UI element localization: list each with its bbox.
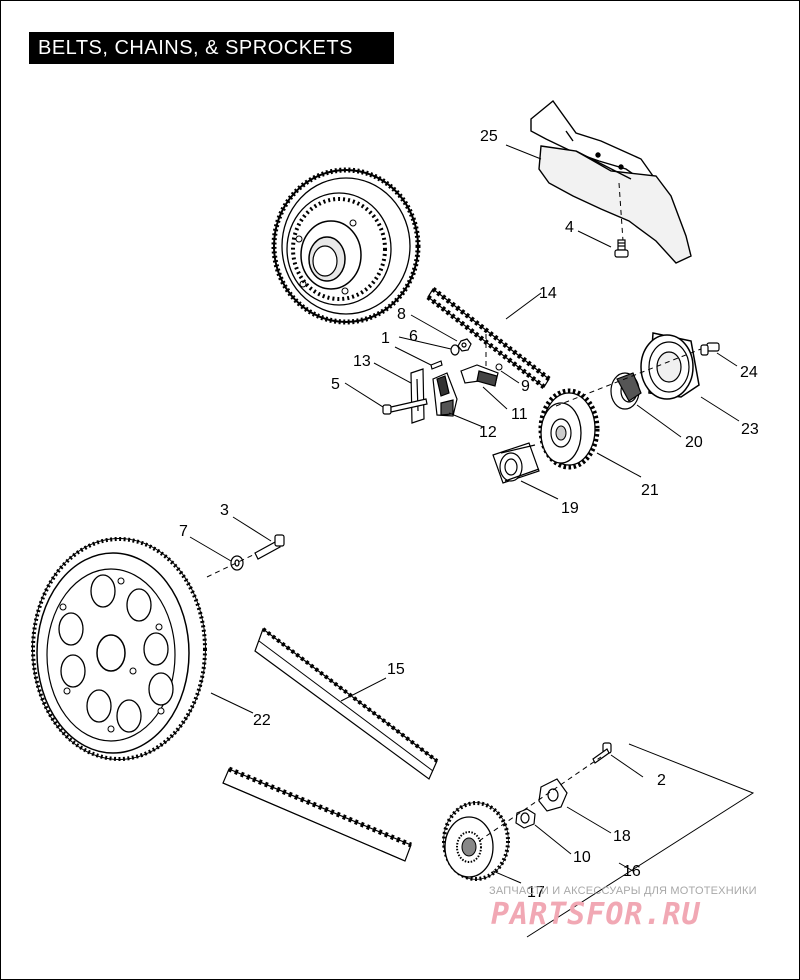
callout-16: 16 xyxy=(623,863,641,880)
part-7-washer xyxy=(230,555,244,571)
part-19-bushing xyxy=(492,442,540,484)
callout-8: 8 xyxy=(397,306,406,323)
part-13-plate xyxy=(410,368,425,424)
clutch-shell xyxy=(271,167,421,325)
callout-10: 10 xyxy=(573,849,591,866)
callout-20: 20 xyxy=(685,434,703,451)
watermark-subtitle: ЗАПЧАСТИ И АКСЕССУАРЫ ДЛЯ МОТОТЕХНИКИ xyxy=(489,885,757,897)
part-2-screw xyxy=(592,742,612,764)
callout-21: 21 xyxy=(641,482,659,499)
callout-17: 17 xyxy=(527,884,545,901)
callout-15: 15 xyxy=(387,661,405,678)
part-10-nut xyxy=(515,808,536,829)
part-15-drive-belt xyxy=(254,627,439,780)
callout-7: 7 xyxy=(179,523,188,540)
callout-2: 2 xyxy=(657,772,666,789)
part-25-chain-guard xyxy=(530,99,692,264)
callout-18: 18 xyxy=(613,828,631,845)
callout-14: 14 xyxy=(539,285,557,302)
part-8-nut xyxy=(457,338,472,352)
part-4-screw xyxy=(614,239,629,258)
sprocket-22-holes xyxy=(58,574,174,733)
part-9-spring xyxy=(495,363,503,371)
part-17-trans-sprocket xyxy=(442,801,510,881)
watermark-logo: PARTSFOR.RU xyxy=(491,897,701,932)
leader-lines xyxy=(189,144,755,938)
part-6-washer xyxy=(450,344,460,356)
callout-12: 12 xyxy=(479,424,497,441)
part-21-sprocket xyxy=(538,388,600,470)
part-5-screw xyxy=(382,398,428,415)
part-23-cover xyxy=(640,332,700,400)
callout-3: 3 xyxy=(220,502,229,519)
sprocket-22-bolt-holes xyxy=(59,577,165,733)
callout-25: 25 xyxy=(480,128,498,145)
part-18-lock-plate xyxy=(538,778,568,812)
page-title: BELTS, CHAINS, & SPROCKETS xyxy=(29,32,394,64)
part-12-tensioner-bracket xyxy=(432,372,458,417)
callout-1: 1 xyxy=(381,330,390,347)
callout-19: 19 xyxy=(561,500,579,517)
callout-9: 9 xyxy=(521,378,530,395)
callout-6: 6 xyxy=(409,328,418,345)
callout-13: 13 xyxy=(353,353,371,370)
part-24-bolt xyxy=(700,342,720,356)
part-14-primary-chain xyxy=(426,287,551,389)
callout-22: 22 xyxy=(253,712,271,729)
part-11-shoe xyxy=(460,364,499,387)
callout-labels: 25 4 14 8 6 1 13 5 9 11 12 24 23 20 21 1… xyxy=(179,128,759,901)
part-3-bolt xyxy=(254,534,285,560)
callout-24: 24 xyxy=(740,364,758,381)
callout-11: 11 xyxy=(511,406,528,423)
callout-4: 4 xyxy=(565,219,574,236)
callout-5: 5 xyxy=(331,376,340,393)
part-1-bolt xyxy=(430,360,443,370)
belt-lower-segment xyxy=(222,766,412,862)
callout-23: 23 xyxy=(741,421,759,438)
